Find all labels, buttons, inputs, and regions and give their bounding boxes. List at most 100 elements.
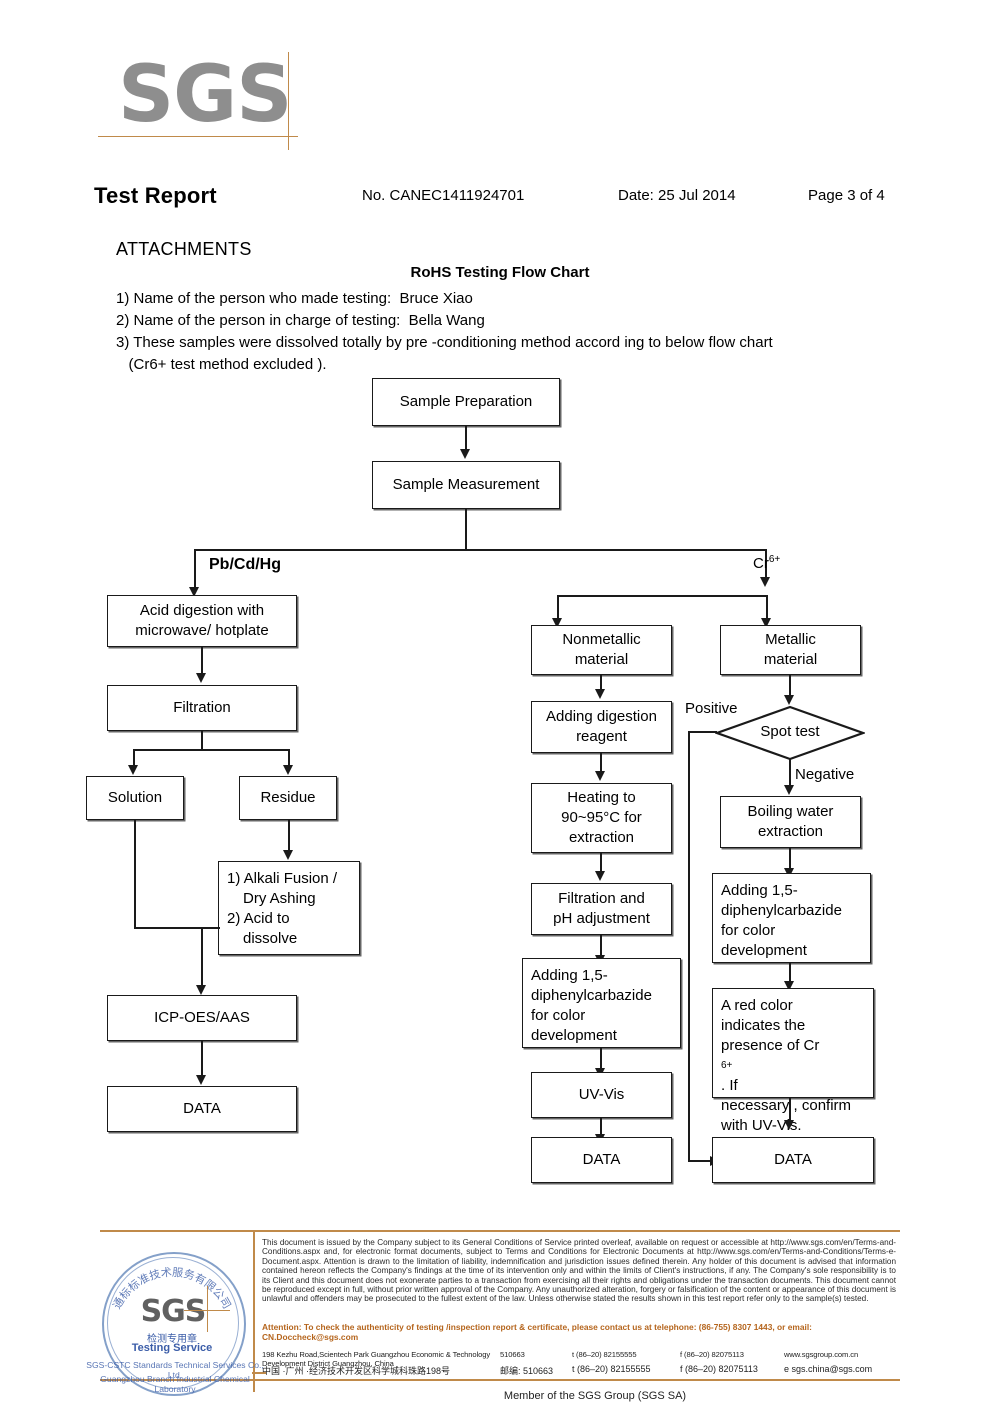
connector (789, 759, 791, 787)
footer-address-cn-row: 中国 ·广州 ·经济技术开发区科学城科珠路198号 邮编: 510663 t (… (262, 1364, 902, 1377)
node-red-color-indicates: A red color indicates the presence of Cr… (712, 988, 874, 1134)
connector (288, 820, 290, 852)
connector (465, 426, 467, 451)
arrowhead (784, 981, 794, 991)
arrowhead (784, 1120, 794, 1130)
stamp-en-label: Testing Service (131, 1342, 213, 1354)
stamp-arc-text-icon: 通标标准技术服务有限公司 (110, 1266, 233, 1311)
stamp-company-line1: SGS-CSTC Standards Technical Services Co… (86, 1360, 264, 1380)
node-sample-preparation: Sample Preparation (372, 378, 560, 426)
node-adding-dpc-middle: Adding 1,5- diphenylcarbazide for color … (522, 958, 681, 1048)
node-heating-extraction: Heating to 90~95°C for extraction (531, 783, 672, 853)
node-nonmetallic-material: Nonmetallic material (531, 625, 672, 675)
connector (557, 595, 559, 620)
label-negative: Negative (795, 766, 855, 783)
logo-vertical-rule (288, 52, 289, 150)
arrowhead (460, 449, 470, 459)
branch-label-cr6: Cr6+ (753, 554, 781, 572)
connector-positive (688, 1160, 712, 1162)
spot-test-label: Spot test (760, 723, 820, 740)
label-positive: Positive (685, 700, 738, 717)
connector (766, 595, 768, 620)
sgs-logo: SGS (98, 50, 308, 152)
connector (465, 509, 467, 551)
postcode-cn: 邮编: 510663 (500, 1366, 554, 1376)
connector (600, 935, 602, 957)
website-en: www.sgsgroup.com.cn (784, 1350, 859, 1359)
member-text: Member of the SGS Group (SGS SA) (503, 1390, 687, 1402)
connector (201, 1041, 203, 1077)
connector (600, 1048, 602, 1070)
connector-bus (133, 749, 290, 751)
connector (133, 749, 135, 767)
notes-block: 1) Name of the person who made testing: … (116, 288, 916, 376)
connector (789, 848, 791, 870)
fax-en: f (86–20) 82075113 (680, 1350, 744, 1359)
connector-positive (688, 731, 690, 1162)
footer-top-rule (100, 1230, 900, 1232)
stamp-inner-ring (107, 1257, 239, 1389)
connector-bus (557, 595, 768, 597)
arrowhead (283, 850, 293, 860)
report-date: Date: 25 Jul 2014 (618, 187, 736, 204)
stamp-cross-vertical (207, 1286, 208, 1332)
footer-terms-text: This document is issued by the Company s… (262, 1238, 896, 1304)
note-line: 3) These samples were dissolved totally … (116, 334, 773, 351)
stamp-sgs-text: SGS (140, 1294, 207, 1329)
node-filtration-ph-adjustment: Filtration and pH adjustment (531, 883, 672, 935)
connector (600, 853, 602, 873)
connector (201, 647, 203, 675)
note-line: (Cr6+ test method excluded ). (116, 356, 327, 373)
footer-member-line: Member of the SGS Group (SGS SA) (0, 1390, 1000, 1402)
node-solution: Solution (86, 776, 184, 820)
footer-tick-rule (252, 1372, 266, 1374)
sgs-testing-service-stamp: 通标标准技术服务有限公司 SGS 检测专用章 Testing Service S… (86, 1248, 264, 1396)
connector-bus (134, 927, 220, 929)
node-residue: Residue (239, 776, 337, 820)
branch-label-pb-cd-hg: Pb/Cd/Hg (209, 556, 281, 573)
node-data-right: DATA (712, 1137, 874, 1183)
address-en: 198 Kezhu Road,Scientech Park Guangzhou … (262, 1350, 491, 1368)
arrowhead (196, 673, 206, 683)
arrowhead (283, 765, 293, 775)
email-cn: e sgs.china@sgs.com (784, 1364, 873, 1374)
stamp-cn-label: 检测专用章 (147, 1334, 197, 1345)
node-filtration-left: Filtration (107, 685, 297, 731)
connector (600, 675, 602, 691)
arrowhead (552, 618, 562, 628)
connector (765, 549, 767, 579)
node-sample-measurement: Sample Measurement (372, 461, 560, 509)
stamp-outer-ring (102, 1252, 246, 1396)
logo-horizontal-rule (98, 136, 298, 137)
stamp-cross-horizontal (184, 1310, 230, 1311)
fax-cn: f (86–20) 82075113 (680, 1364, 758, 1374)
footer-bottom-rule (100, 1379, 900, 1381)
report-number: No. CANEC1411924701 (362, 187, 525, 204)
node-alkali-fusion: 1) Alkali Fusion / Dry Ashing 2) Acid to… (218, 861, 360, 955)
address-cn: 中国 ·广州 ·经济技术开发区科学城科珠路198号 (262, 1366, 451, 1376)
connector (600, 1118, 602, 1136)
arrowhead (595, 871, 605, 881)
connector (201, 731, 203, 751)
connector (134, 820, 136, 929)
node-adding-dpc-right: Adding 1,5- diphenylcarbazide for color … (712, 873, 871, 963)
telephone-en: t (86–20) 82155555 (572, 1350, 637, 1359)
connector (789, 963, 791, 983)
note-line: 2) Name of the person in charge of testi… (116, 312, 485, 329)
node-data-middle: DATA (531, 1137, 672, 1183)
arrowhead (761, 618, 771, 628)
node-icp-oes-aas: ICP-OES/AAS (107, 995, 297, 1041)
footer-attention-text: Attention: To check the authenticity of … (262, 1322, 812, 1342)
arrowhead (760, 577, 770, 587)
connector (789, 675, 791, 697)
attachments-heading: ATTACHMENTS (116, 239, 252, 259)
node-adding-digestion-reagent: Adding digestion reagent (531, 701, 672, 753)
note-line: 1) Name of the person who made testing: … (116, 290, 473, 307)
connector-bus (194, 549, 767, 551)
arrowhead (189, 587, 199, 597)
sgs-logo-text: SGS (118, 50, 292, 140)
connector-positive (688, 731, 717, 733)
